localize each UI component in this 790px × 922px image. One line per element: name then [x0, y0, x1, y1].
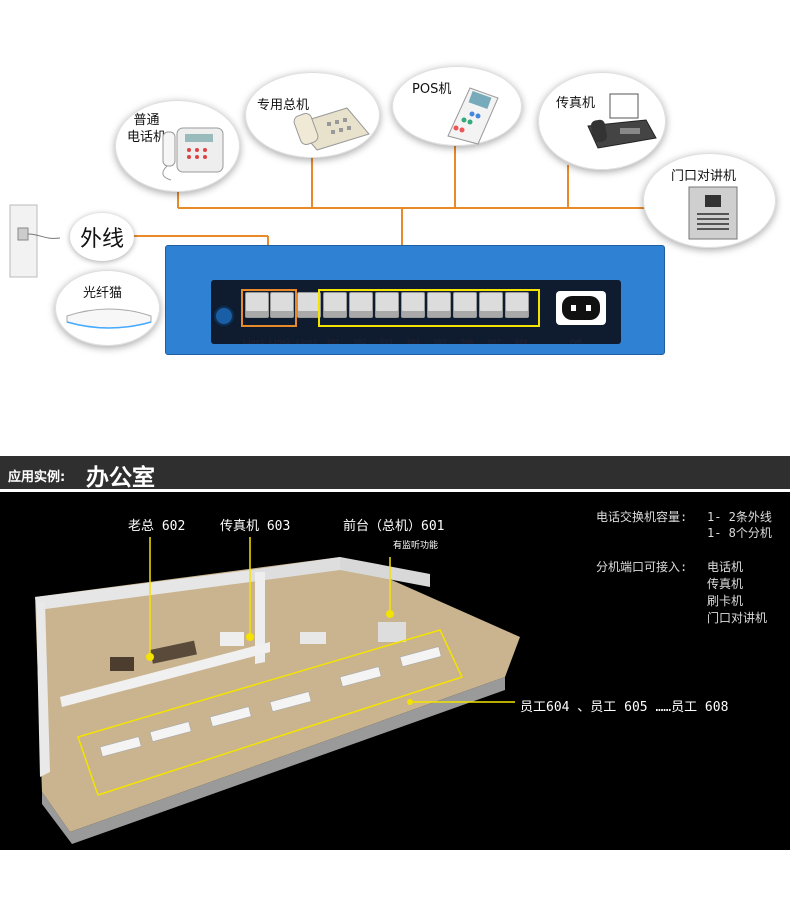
port-602	[349, 292, 373, 318]
port-label-line3: Line3	[296, 338, 318, 346]
extension-item: 电话机	[707, 560, 744, 574]
port-608	[505, 292, 529, 318]
extension-item: 刷卡机	[707, 594, 744, 608]
port-line1	[245, 292, 269, 318]
intercom-label: 门口对讲机	[671, 169, 737, 184]
pos-bubble: POS机	[392, 66, 522, 146]
port-605	[427, 292, 451, 318]
outside-lines-highlight	[241, 289, 297, 327]
power-label: PWR	[570, 338, 583, 346]
office-illustration	[35, 537, 520, 844]
door-intercom-icon	[688, 186, 738, 240]
port-label-603: 603	[380, 338, 393, 346]
port-603	[375, 292, 399, 318]
port-line3	[297, 292, 321, 318]
port-label-608: 608	[515, 338, 528, 346]
modem-bubble: 光纤猫	[55, 270, 160, 346]
outside-line-label: 外线	[79, 227, 124, 252]
power-socket	[556, 291, 606, 325]
capacity-line1: 1- 2条外线	[707, 510, 772, 524]
screw-icon	[214, 306, 234, 326]
port-label-606: 606	[461, 338, 474, 346]
master-label: 专用总机	[257, 98, 310, 113]
capacity-line2: 1- 8个分机	[707, 526, 772, 540]
port-label-607: 607	[488, 338, 501, 346]
boss-callout: 老总 602	[128, 519, 186, 534]
staff-callout: 员工604 、员工 605 ……员工 608	[520, 700, 729, 715]
capacity-label: 电话交换机容量:	[596, 510, 688, 524]
port-604	[401, 292, 425, 318]
phone-bubble: 普通 电话机	[115, 100, 240, 192]
port-label-line2: Line2	[269, 338, 291, 346]
section-title: 办公室	[86, 465, 155, 491]
port-label-line1: Line1	[243, 338, 265, 346]
port-601	[323, 292, 347, 318]
port-line2	[270, 292, 294, 318]
port-label-602: 602	[354, 338, 367, 346]
modem-label: 光纤猫	[83, 286, 123, 301]
fax-callout: 传真机 603	[220, 519, 291, 534]
intercom-bubble: 门口对讲机	[643, 153, 776, 248]
port-607	[479, 292, 503, 318]
phone-label: 普通 电话机	[127, 113, 167, 145]
extensions-highlight	[318, 289, 540, 327]
telephone-icon	[162, 127, 224, 181]
port-606	[453, 292, 477, 318]
section-header: 应用实例: 办公室	[0, 456, 790, 491]
extension-item: 门口对讲机	[707, 611, 768, 625]
port-label-605: 605	[434, 338, 447, 346]
monitor-callout: 有监听功能	[393, 541, 439, 551]
extension-label: 分机端口可接入:	[596, 560, 688, 574]
pos-label: POS机	[412, 82, 452, 97]
outside-line-bubble: 外线	[70, 213, 134, 261]
fax-machine-icon	[587, 93, 657, 149]
extension-item: 传真机	[707, 577, 744, 591]
master-phone-icon	[293, 107, 370, 151]
pos-terminal-icon	[447, 87, 499, 145]
front-desk-callout: 前台（总机）601	[343, 519, 445, 534]
master-bubble: 专用总机	[245, 72, 380, 158]
fax-label: 传真机	[556, 96, 596, 111]
section-prefix: 应用实例:	[8, 470, 66, 485]
port-label-601: 601	[327, 338, 340, 346]
fax-bubble: 传真机	[538, 72, 666, 170]
port-label-604: 604	[407, 338, 420, 346]
fiber-modem-icon	[66, 308, 152, 329]
